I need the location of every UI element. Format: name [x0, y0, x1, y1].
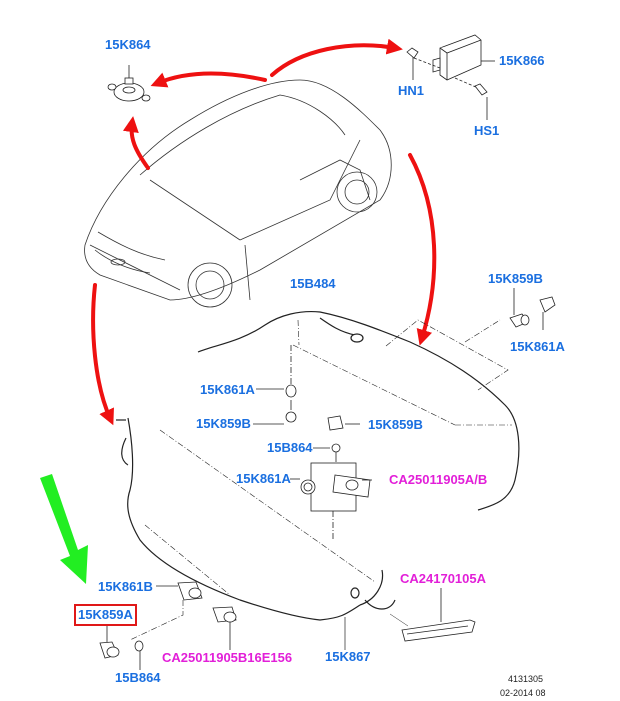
label-buzzer[interactable]: 15K864 — [105, 37, 151, 52]
rear-sensor-center-stack-icon — [290, 415, 372, 540]
rear-sensor-left-stack-icon — [253, 345, 297, 425]
rear-sensor-right-icon — [509, 288, 556, 330]
front-harness-icon — [116, 417, 396, 650]
label-rear-seal[interactable]: 15B864 — [267, 440, 313, 455]
label-rear-sensor-right[interactable]: 15K859B — [488, 271, 543, 286]
label-module[interactable]: 15K866 — [499, 53, 545, 68]
label-front-alt-light[interactable]: CA24170105A — [400, 571, 487, 586]
label-rear-bracket-right[interactable]: 15K861A — [510, 339, 565, 354]
label-front-seal[interactable]: 15B864 — [115, 670, 161, 685]
label-rear-sensor-center[interactable]: 15K859B — [368, 417, 423, 432]
module-part-icon — [406, 34, 495, 120]
rear-harness-icon — [197, 310, 520, 511]
label-rear-harness[interactable]: 15B484 — [290, 276, 336, 291]
label-front-alt-sensor[interactable]: CA25011905B16E156 — [162, 650, 293, 665]
front-light-icon — [389, 588, 476, 642]
label-nut[interactable]: HN1 — [398, 83, 425, 98]
red-arrows — [91, 38, 437, 426]
label-rear-bracket-center[interactable]: 15K861A — [236, 471, 291, 486]
reference-date-code: 02-2014 08 — [500, 688, 546, 698]
label-front-bracket[interactable]: 15K861B — [98, 579, 153, 594]
label-rear-bracket-left[interactable]: 15K861A — [200, 382, 255, 397]
buzzer-part-icon — [107, 65, 151, 102]
car-illustration — [84, 79, 392, 308]
label-rear-alt-part[interactable]: CA25011905A/B — [389, 472, 488, 487]
front-sensor-group-icon — [99, 581, 237, 670]
label-front-sensor-highlighted[interactable]: 15K859A — [74, 604, 137, 626]
green-arrow-icon — [40, 474, 88, 584]
label-front-harness[interactable]: 15K867 — [325, 649, 371, 664]
label-screw[interactable]: HS1 — [474, 123, 500, 138]
reference-number: 4131305 — [508, 674, 544, 684]
label-rear-sensor-left[interactable]: 15K859B — [196, 416, 251, 431]
